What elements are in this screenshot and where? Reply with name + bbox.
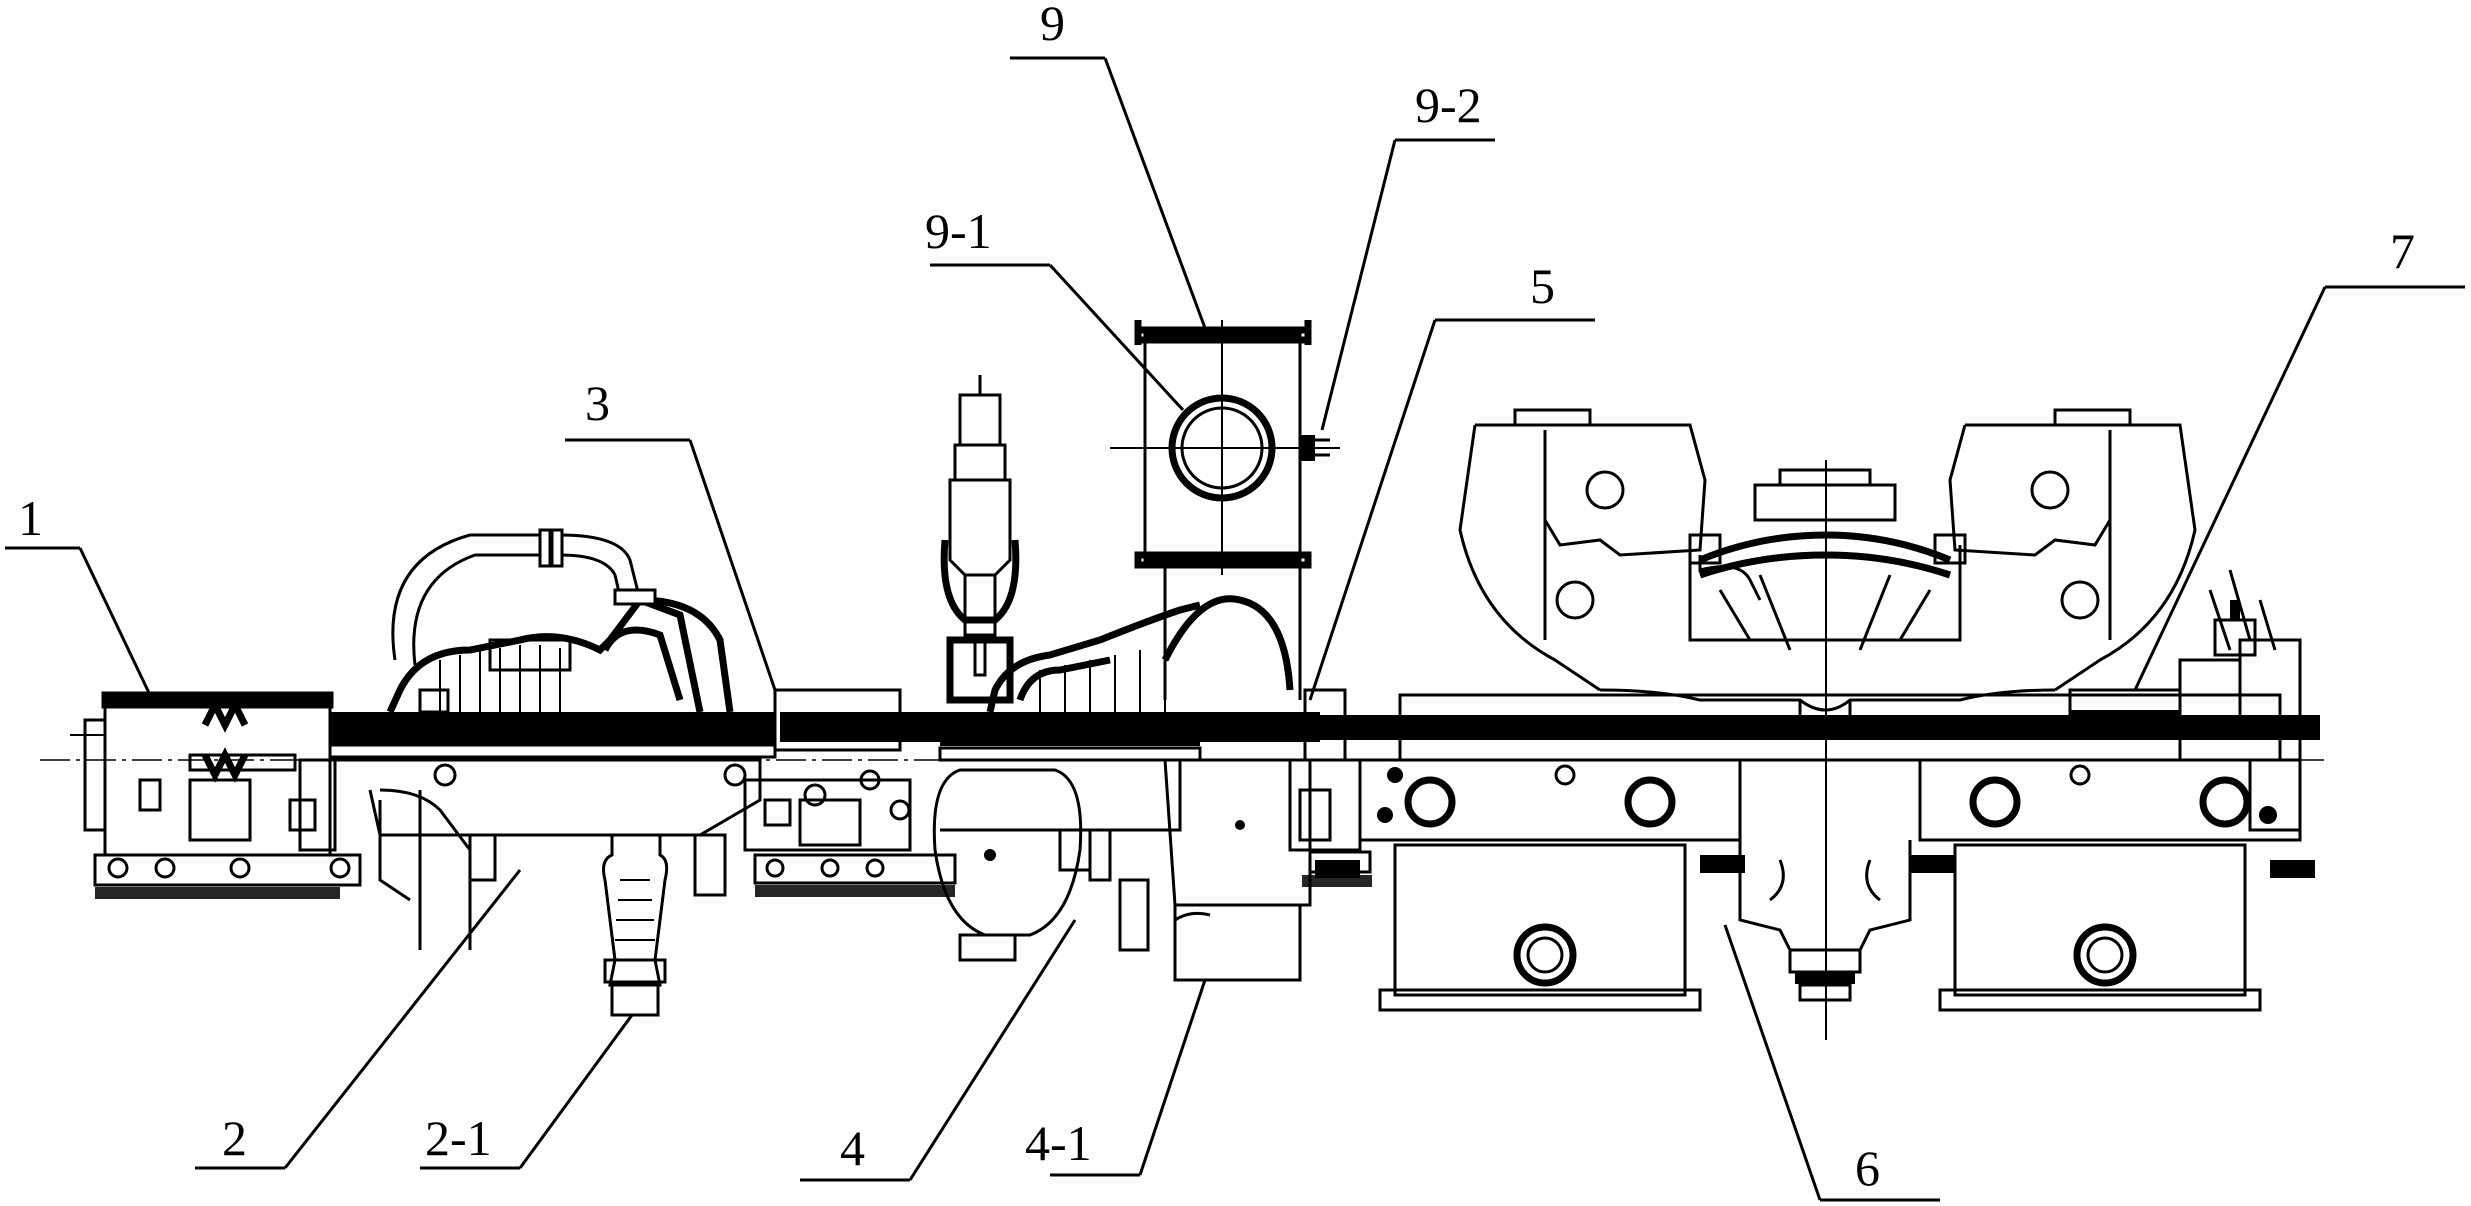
callout-3: 3 <box>585 375 610 431</box>
callout-9-2: 9-2 <box>1415 77 1482 133</box>
callout-2: 2 <box>222 1110 247 1166</box>
rear-bearing-turning-gear <box>2070 570 2300 830</box>
ip-turbine-section <box>934 375 1200 960</box>
callout-6: 6 <box>1855 1140 1880 1196</box>
exhaust-outlet <box>1165 760 1310 980</box>
callout-4: 4 <box>840 1120 865 1176</box>
leader-lines <box>5 58 2465 1200</box>
callout-9-1: 9-1 <box>925 203 992 259</box>
crossover-duct <box>1110 320 1340 700</box>
callout-7: 7 <box>2390 223 2415 279</box>
callout-5: 5 <box>1530 258 1555 314</box>
callout-9: 9 <box>1040 0 1065 51</box>
callout-4-1: 4-1 <box>1025 1115 1092 1171</box>
callout-2-1: 2-1 <box>425 1110 492 1166</box>
front-bearing-box <box>70 695 360 899</box>
hp-turbine-section <box>330 530 775 1015</box>
callout-1: 1 <box>18 490 43 546</box>
